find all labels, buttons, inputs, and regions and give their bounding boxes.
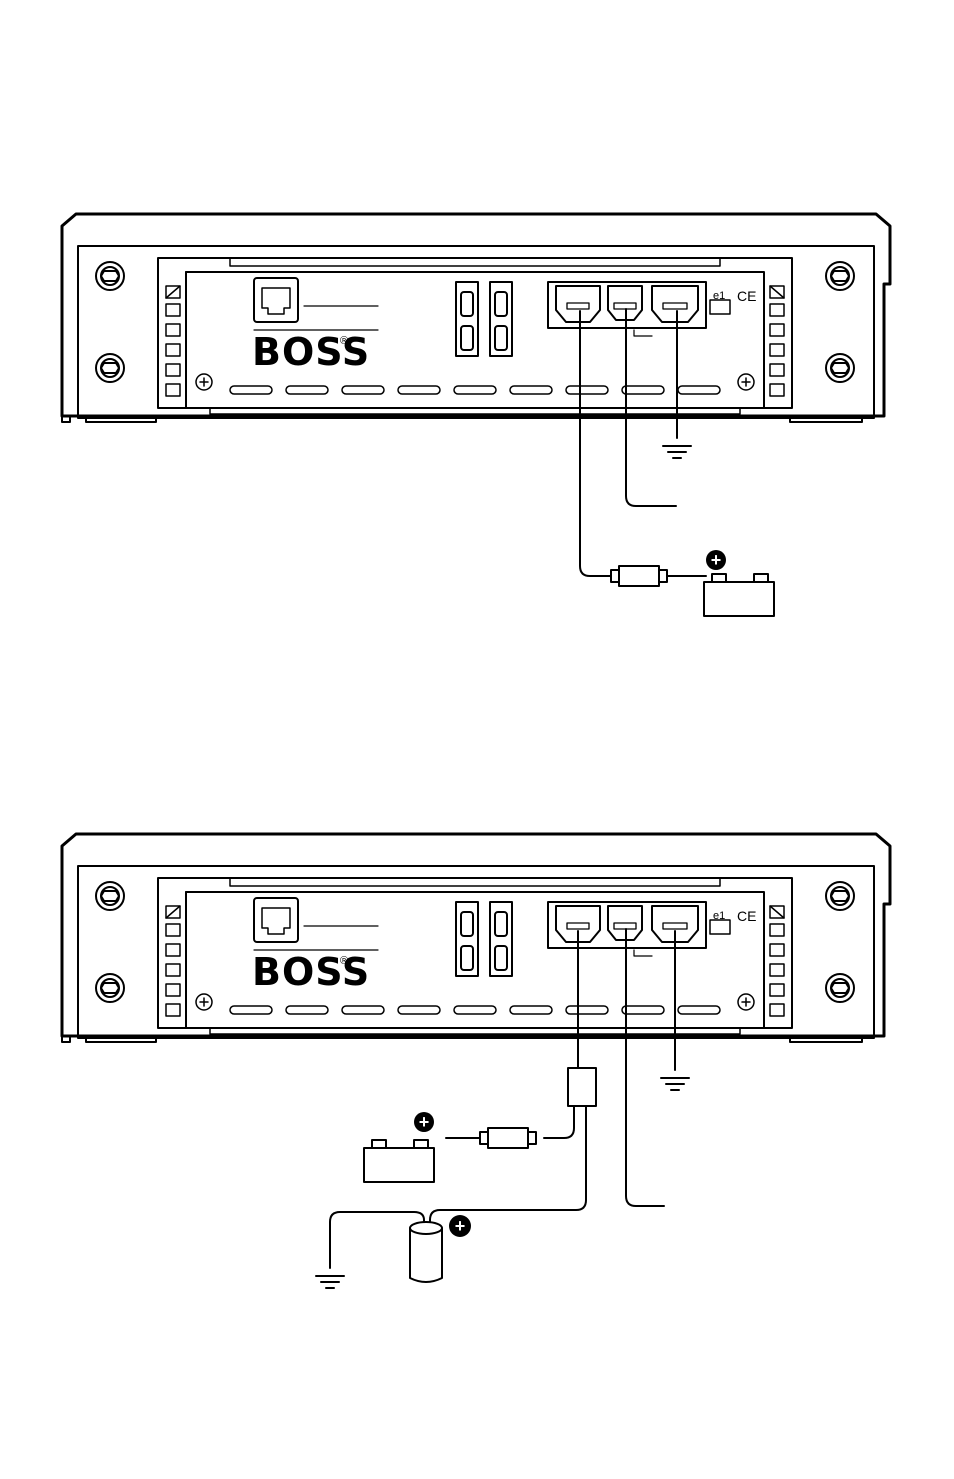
emark-label-top: e1 [713,290,725,302]
inline-fuse-top [611,566,667,586]
amplifier-bottom [62,834,890,1042]
ground-symbol-top [663,446,691,458]
plus-icon-capacitor-bottom: + [449,1215,471,1237]
battery-bottom [364,1140,434,1182]
amplifier-top [62,214,890,422]
svg-text:+: + [419,1112,430,1132]
plus-icon-battery-bottom: + [414,1112,434,1132]
block-to-capacitor-bottom [430,1106,586,1228]
brand-logo-top: BOSS [252,330,370,374]
emark-label-bottom: e1 [713,910,725,922]
brand-logo-bottom: BOSS [252,950,370,994]
capacitor-bottom [410,1222,442,1282]
block-to-fuse-bottom [544,1106,574,1138]
inline-fuse-bottom [480,1128,536,1148]
registered-mark-top: ® [340,335,348,347]
ground-symbol-capacitor-bottom [316,1276,344,1288]
registered-mark-bottom: ® [340,955,348,967]
plus-icon-battery-top: + [706,550,726,570]
distribution-block-bottom [568,1068,596,1106]
svg-text:+: + [711,550,722,570]
battery-top [704,574,774,616]
ce-label-bottom: CE [737,908,756,924]
ground-symbol-bottom [661,1078,689,1090]
ce-label-top: CE [737,288,756,304]
svg-text:+: + [455,1216,466,1236]
